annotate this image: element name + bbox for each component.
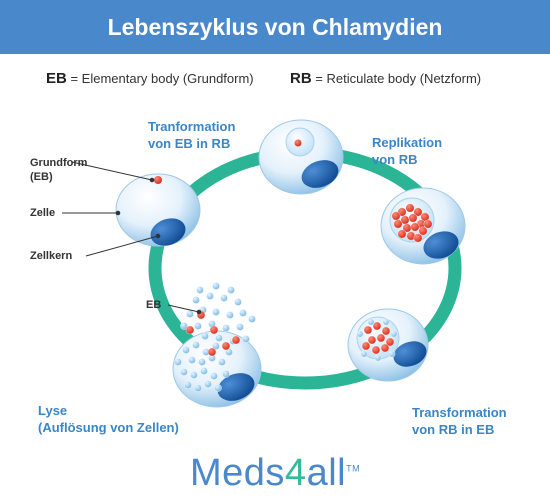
eb-particle: [200, 367, 208, 375]
eb-particle: [242, 335, 250, 343]
diagram-title: Lebenszyklus von Chlamydien: [107, 13, 443, 40]
cell-transformation-eb-rb: [258, 119, 344, 195]
rb-particle: [367, 335, 377, 345]
eb-particle: [192, 341, 200, 349]
legend-rb-abbr: RB: [290, 70, 312, 87]
rb-particle: [372, 321, 382, 331]
transformation-particles: [356, 318, 398, 362]
callout-grundform: Grundform (EB): [30, 157, 88, 183]
diagram-title-banner: Lebenszyklus von Chlamydien: [0, 0, 550, 54]
rb-particle: [423, 219, 433, 229]
rb-particle: [393, 219, 403, 229]
eb-particle: [212, 282, 220, 290]
brand-logo-tm: TM: [346, 463, 361, 474]
rb-particle: [361, 341, 371, 351]
rb-particle: [413, 207, 423, 217]
cell-eb-attachment: [115, 173, 201, 247]
stage-label-transform-eb-rb: Tranformation von EB in RB: [148, 119, 236, 151]
eb-particle: [204, 380, 212, 388]
eb-particle: [222, 324, 230, 332]
eb-particle: [180, 322, 188, 330]
eb-particle: [239, 309, 247, 317]
eb-particle: [220, 294, 228, 302]
rb-particle: [397, 229, 407, 239]
rb-particle: [209, 325, 219, 335]
eb-particle: [201, 332, 209, 340]
eb-particle: [154, 176, 162, 184]
rb-particle: [408, 213, 418, 223]
eb-particle: [234, 298, 242, 306]
eb-particle: [356, 330, 364, 338]
rb-particle: [363, 325, 373, 335]
stage-label-replication: Replikation von RB: [372, 135, 443, 167]
rb-particle: [410, 222, 420, 232]
legend-rb-text: = Reticulate body (Netzform): [315, 71, 482, 86]
eb-particle: [360, 350, 368, 358]
eb-particle: [192, 296, 200, 304]
eb-particle: [174, 358, 182, 366]
legend-eb-abbr: EB: [46, 70, 67, 87]
eb-particle: [390, 330, 398, 338]
eb-particle: [196, 286, 204, 294]
legend-rb: RB = Reticulate body (Netzform): [290, 70, 481, 87]
rb-particle: [418, 226, 428, 236]
eb-particle: [222, 370, 230, 378]
eb-particle: [198, 358, 206, 366]
rb-particle: [207, 347, 217, 357]
eb-particle: [212, 342, 220, 350]
eb-particle: [218, 358, 226, 366]
eb-particle: [215, 334, 223, 342]
rb-particle: [391, 211, 401, 221]
eb-particle: [236, 323, 244, 331]
callout-zellkern: Zellkern: [30, 250, 73, 262]
callout-line-grundform: [71, 161, 153, 181]
eb-particle: [190, 371, 198, 379]
brand-logo-part3: all: [306, 452, 347, 494]
rb-particle: [185, 325, 195, 335]
rb-particle: [231, 335, 241, 345]
eb-particle: [188, 356, 196, 364]
eb-particle: [374, 354, 382, 362]
lysis-particles: [174, 282, 256, 392]
callout-line-eb: [167, 304, 200, 313]
eb-particle: [194, 384, 202, 392]
eb-particle: [388, 350, 396, 358]
eb-particle: [212, 308, 220, 316]
eb-particle: [184, 381, 192, 389]
eb-particle: [194, 322, 202, 330]
rb-particle: [371, 345, 381, 355]
rb-particle: [376, 333, 386, 343]
eb-particle: [206, 292, 214, 300]
rb-particle: [385, 337, 395, 347]
rb-particle: [381, 326, 391, 336]
replication-particles: [391, 203, 433, 243]
rb-particle: [221, 341, 231, 351]
eb-particle: [227, 286, 235, 294]
rb-particle: [380, 343, 390, 353]
stage-label-transform-rb-eb: Transformation von RB in EB: [412, 405, 507, 437]
eb-particle: [186, 310, 194, 318]
callout-line-zellkern: [85, 235, 159, 257]
eb-particle: [226, 311, 234, 319]
rb-particle: [413, 233, 423, 243]
rb-particle: [405, 203, 415, 213]
stage-label-lysis: Lyse (Auflösung von Zellen): [38, 403, 179, 435]
eb-particle: [367, 318, 375, 326]
callout-zelle: Zelle: [30, 207, 56, 219]
eb-particle: [382, 318, 390, 326]
eb-particle: [248, 315, 256, 323]
eb-particle: [214, 384, 222, 392]
brand-logo: Meds4allTM: [190, 452, 360, 495]
brand-logo-part1: Meds: [190, 452, 285, 494]
eb-particle: [180, 368, 188, 376]
eb-particle: [210, 372, 218, 380]
legend-eb-text: = Elementary body (Grundform): [70, 71, 254, 86]
callout-eb: EB: [146, 299, 162, 311]
legend-eb: EB = Elementary body (Grundform): [46, 70, 254, 87]
eb-particle: [182, 346, 190, 354]
brand-logo-part2: 4: [284, 452, 307, 494]
